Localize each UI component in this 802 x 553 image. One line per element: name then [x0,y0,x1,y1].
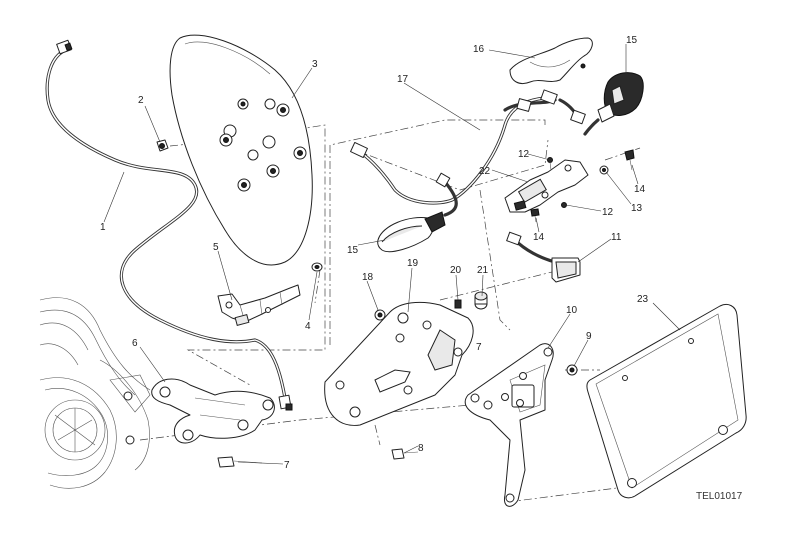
screw-part-14-right [624,149,635,171]
wiring-harness-part-1 [45,39,293,411]
callout-21: 21 [477,265,489,276]
callout-numbers: 1 2 3 4 5 6 7 7 8 9 10 11 12 12 13 14 14… [100,35,649,471]
turn-indicator-part-15-right [583,72,644,136]
callout-11: 11 [611,232,622,243]
callout-10: 10 [566,305,578,316]
callout-1: 1 [100,222,106,233]
drawing-code: TEL01017 [696,491,743,502]
callout-16: 16 [473,44,485,55]
callout-7-right: 7 [476,342,482,353]
nut-part-9 [566,364,578,376]
plate-light-part-11 [506,231,581,283]
spacer-part-20 [454,299,462,309]
callout-5: 5 [213,242,219,253]
license-plate-part-23 [586,303,747,499]
callout-7-left: 7 [284,460,290,471]
callout-23: 23 [637,294,649,305]
callout-8: 8 [418,443,424,454]
callout-15-left: 15 [347,245,359,256]
callout-12-lower: 12 [602,207,614,218]
callout-6: 6 [132,338,138,349]
plate-bracket-part-19 [324,301,474,426]
leader-lines [103,44,681,465]
callout-14-lower: 14 [533,232,545,243]
rear-bracket-part-6 [151,378,275,444]
callout-14-right: 14 [634,184,646,195]
callout-19: 19 [407,258,419,269]
callout-18: 18 [362,272,374,283]
support-bracket-part-10 [464,343,554,507]
grommet-part-4 [311,262,323,272]
spacer-part-21 [474,291,488,310]
callout-2: 2 [138,95,144,106]
callout-22: 22 [479,166,491,177]
cover-part-16 [509,37,593,84]
callout-13: 13 [631,203,643,214]
screw-part-14-lower [530,208,540,223]
nut-part-18 [374,309,386,321]
grommet-part-2 [156,139,169,152]
screw-part-8 [391,448,419,460]
harness-part-17 [350,89,586,217]
screw-part-12-lower [561,202,567,208]
turn-indicator-part-15-left [377,211,446,253]
callout-15-right: 15 [626,35,638,46]
callout-9: 9 [586,331,592,342]
clip-bracket-part-5 [217,284,301,327]
callout-3: 3 [312,59,318,70]
panel-part-3 [169,34,313,266]
frame-ghost-outline [39,297,151,489]
callout-4: 4 [305,321,311,332]
light-holder-part-22 [504,159,589,213]
callout-12-upper: 12 [518,149,530,160]
callout-17: 17 [397,74,409,85]
callout-20: 20 [450,265,462,276]
